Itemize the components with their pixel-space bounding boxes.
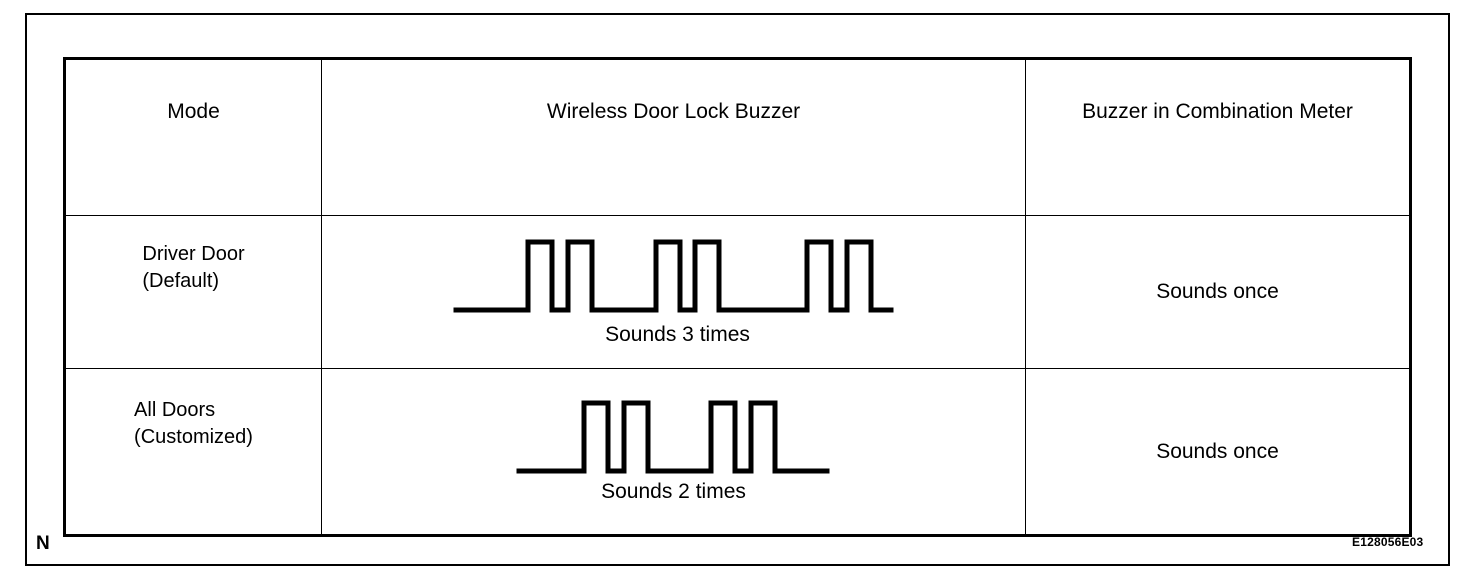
mode-label-line-2: (Customized) xyxy=(134,425,253,448)
column-header-wireless-door-lock-buzzer: Wireless Door Lock Buzzer xyxy=(321,58,1026,216)
column-header-wireless-door-lock-buzzer-label: Wireless Door Lock Buzzer xyxy=(546,99,801,123)
cell-mode-all-doors: All Doors (Customized) xyxy=(64,368,322,536)
meter-label-driver-door: Sounds once xyxy=(1156,280,1279,304)
mode-label-line-1: Driver Door xyxy=(142,243,245,265)
waveform-caption-sounds-3-times: Sounds 3 times xyxy=(605,323,750,346)
column-header-mode-label: Mode xyxy=(167,99,220,123)
cell-mode-driver-door: Driver Door (Default) xyxy=(64,215,322,369)
corner-marker-letter: N xyxy=(36,533,50,554)
waveform-caption-sounds-2-times: Sounds 2 times xyxy=(601,480,746,503)
waveform-chart-sounds-2-times xyxy=(516,400,830,474)
column-header-buzzer-in-combination-meter-label: Buzzer in Combination Meter xyxy=(1082,99,1353,123)
cell-meter-all-doors: Sounds once xyxy=(1025,368,1411,536)
waveform-container-driver-door: Sounds 3 times xyxy=(322,216,1025,368)
cell-waveform-driver-door: Sounds 3 times xyxy=(321,215,1026,369)
waveform-container-all-doors: Sounds 2 times xyxy=(322,369,1025,534)
meter-label-all-doors: Sounds once xyxy=(1156,439,1279,463)
waveform-chart-sounds-3-times xyxy=(453,239,894,313)
figure-reference-code: E128056E03 xyxy=(1352,535,1424,549)
table-row: All Doors (Customized) Sounds 2 times S xyxy=(64,368,1411,536)
mode-label-driver-door: Driver Door (Default) xyxy=(142,241,244,295)
cell-meter-driver-door: Sounds once xyxy=(1025,215,1411,369)
cell-waveform-all-doors: Sounds 2 times xyxy=(321,368,1026,536)
table-header-row: Mode Wireless Door Lock Buzzer Buzzer in… xyxy=(64,58,1411,216)
column-header-mode: Mode xyxy=(64,58,322,216)
column-header-buzzer-in-combination-meter: Buzzer in Combination Meter xyxy=(1025,58,1411,216)
mode-label-all-doors: All Doors (Customized) xyxy=(134,397,253,451)
table-row: Driver Door (Default) Sounds 3 times So xyxy=(64,215,1411,369)
mode-label-line-2: (Default) xyxy=(142,270,220,292)
mode-label-line-1: All Doors xyxy=(134,398,216,421)
buzzer-mode-table: Mode Wireless Door Lock Buzzer Buzzer in… xyxy=(63,57,1412,537)
